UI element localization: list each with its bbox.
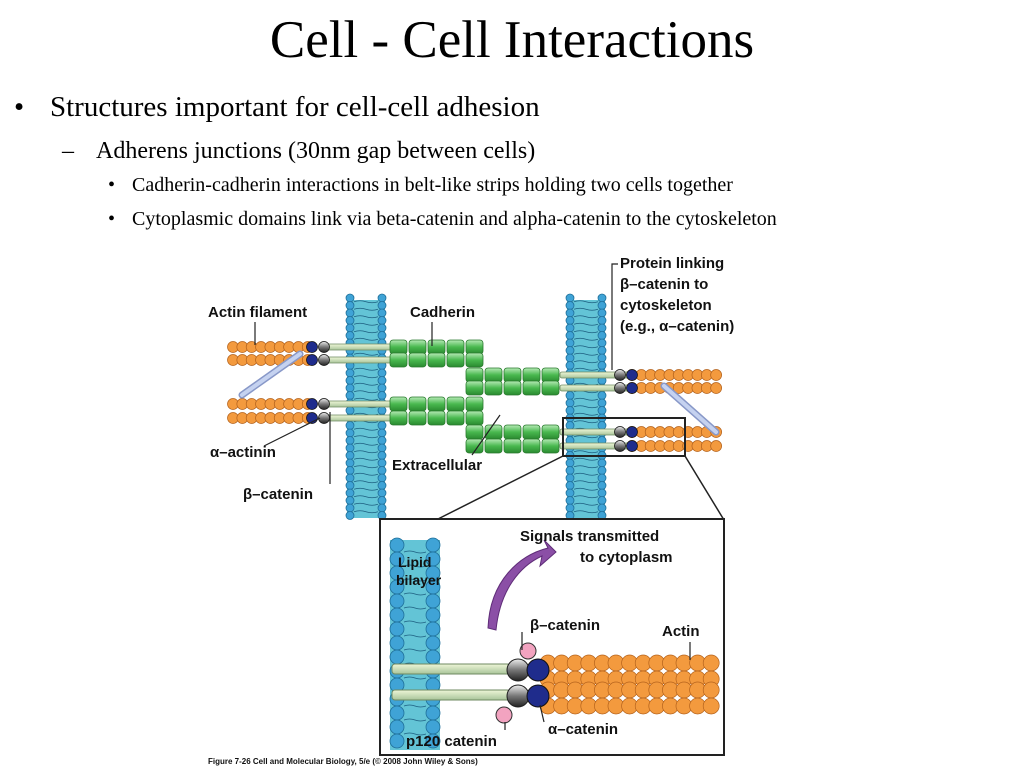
slide-title: Cell - Cell Interactions	[269, 11, 755, 69]
label-actin-filament: Actin filament	[208, 304, 307, 321]
catenin-balls	[306, 341, 638, 452]
inset-membrane	[389, 537, 441, 750]
cadherin-proteins	[319, 339, 633, 454]
bullet-text: Adherens junctions (30nm gap between cel…	[96, 138, 536, 164]
label-protein-linking-1: Protein linking	[620, 255, 724, 272]
label-lipid: Lipid	[398, 554, 431, 570]
bullet-text: Cadherin-cadherin interactions in belt-l…	[132, 174, 733, 196]
label-beta-catenin-inset: β–catenin	[530, 617, 600, 634]
label-signals-1: Signals transmitted	[520, 528, 659, 545]
inset-catenins	[495, 642, 550, 724]
label-alpha-catenin: α–catenin	[548, 721, 618, 738]
label-extracellular: Extracellular	[392, 457, 482, 474]
label-actin: Actin	[662, 623, 700, 640]
bullet-marker: •	[108, 208, 116, 230]
label-protein-linking-3: cytoskeleton	[620, 297, 712, 314]
right-membrane	[565, 293, 607, 520]
bullet-level3: • Cytoplasmic domains link via beta-cate…	[108, 206, 777, 232]
label-signals-2: to cytoplasm	[580, 549, 673, 566]
bullet-text: Cytoplasmic domains link via beta-cateni…	[132, 208, 777, 230]
figure-caption: Figure 7-26 Cell and Molecular Biology, …	[208, 757, 478, 766]
leader-lines	[254, 263, 691, 730]
label-beta-catenin: β–catenin	[243, 486, 313, 503]
zoom-box	[562, 417, 686, 457]
alpha-actinin-rods	[238, 350, 720, 436]
figure-svg: Actin filament Cadherin Protein linking …	[208, 255, 734, 766]
label-bilayer: bilayer	[396, 572, 442, 588]
inset-rods	[391, 663, 511, 701]
bullet-text: Structures important for cell-cell adhes…	[50, 91, 540, 123]
adherens-junction-figure: Actin filament Cadherin Protein linking …	[190, 244, 750, 773]
bullet-level3: • Cadherin-cadherin interactions in belt…	[108, 172, 733, 198]
bullet-marker: •	[14, 91, 25, 123]
label-protein-linking-2: β–catenin to	[620, 276, 708, 293]
signal-arrow	[487, 539, 557, 631]
label-p120-catenin: p120 catenin	[406, 733, 497, 750]
bullet-level2: – Adherens junctions (30nm gap between c…	[62, 135, 535, 167]
bullet-marker: –	[62, 138, 74, 164]
label-alpha-actinin: α–actinin	[210, 444, 276, 461]
inset-actin	[539, 654, 720, 715]
label-protein-linking-4: (e.g., α–catenin)	[620, 318, 734, 335]
label-cadherin: Cadherin	[410, 304, 475, 321]
bullet-marker: •	[108, 174, 116, 196]
